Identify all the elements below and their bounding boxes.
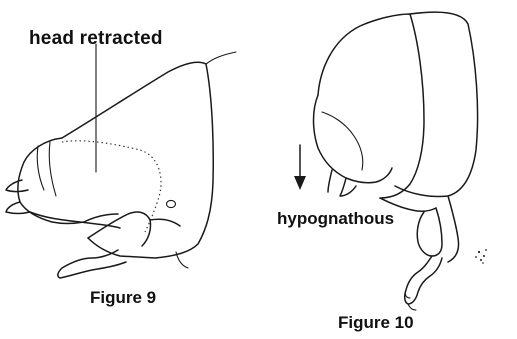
figure10-rear-thorax xyxy=(395,12,478,196)
figure10-tibia xyxy=(405,256,442,304)
figure9-caption: Figure 9 xyxy=(90,289,156,306)
figure9-annotation: head retracted xyxy=(29,29,163,48)
figure9-head-sulcus xyxy=(37,142,56,196)
figure10-midleg xyxy=(448,196,459,262)
figure9-coxa xyxy=(88,212,180,246)
figure9-head xyxy=(18,138,84,224)
figure10-head xyxy=(314,95,393,183)
figure10-speckle xyxy=(475,249,487,264)
figure10-direction-arrow-head xyxy=(294,176,306,190)
figure10-drawing xyxy=(294,12,487,310)
figure9-bristle xyxy=(206,52,236,64)
figure10-head-sulcus xyxy=(322,112,363,170)
figure9-pronotum xyxy=(62,62,213,258)
figure10-leg xyxy=(417,208,442,256)
figure10-mouthparts xyxy=(328,170,356,196)
figure9-retracted-head-outline xyxy=(62,141,161,232)
figure10-annotation: hypognathous xyxy=(277,210,394,227)
figure9-spiracle xyxy=(167,200,176,207)
figure10-caption: Figure 10 xyxy=(338,314,414,331)
figure9-drawing xyxy=(6,44,236,278)
